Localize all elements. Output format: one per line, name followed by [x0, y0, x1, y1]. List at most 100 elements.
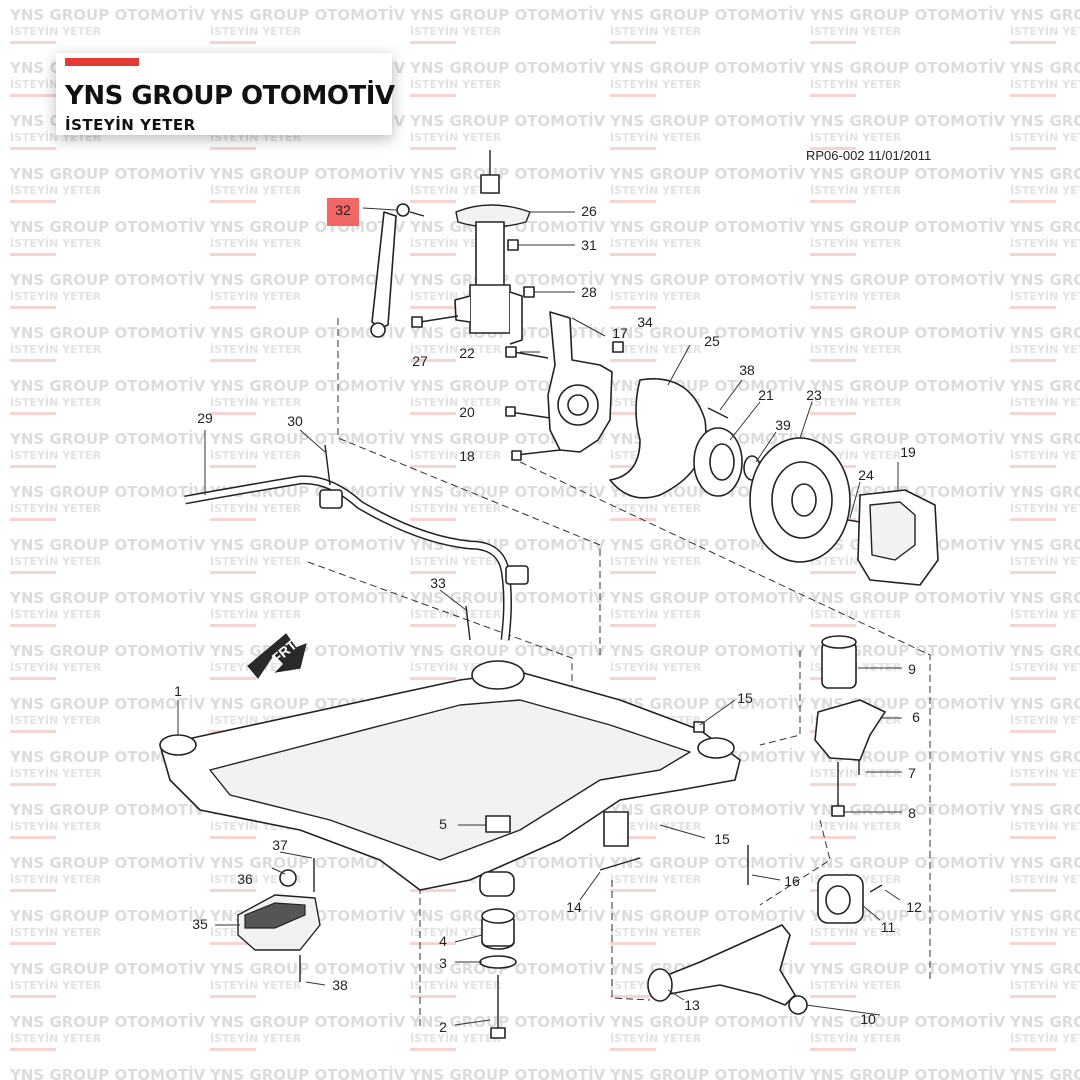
watermark-slogan: İSTEYİN YETER — [10, 660, 102, 674]
watermark-slogan: İSTEYİN YETER — [10, 289, 102, 303]
watermark-slogan: İSTEYİN YETER — [1010, 660, 1080, 674]
watermark-accent-line — [410, 624, 456, 627]
watermark-accent-line — [1010, 1048, 1056, 1051]
wheel-hub — [693, 407, 761, 497]
watermark-slogan: İSTEYİN YETER — [610, 236, 702, 250]
highlighted-part-number: 32 — [335, 202, 351, 218]
watermark-slogan: İSTEYİN YETER — [610, 289, 702, 303]
watermark-brand: YNS GROUP OTOMOTİV — [1009, 641, 1080, 660]
logo-subtitle: İSTEYİN YETER — [65, 116, 196, 134]
watermark-accent-line — [410, 677, 456, 680]
watermark-brand: YNS GROUP OTOMOTİV — [809, 111, 1006, 130]
watermark-brand: YNS GROUP OTOMOTİV — [609, 906, 806, 925]
watermark-slogan: İSTEYİN YETER — [10, 395, 102, 409]
watermark-accent-line — [10, 942, 56, 945]
stabilizer-link — [362, 203, 425, 338]
watermark-brand: YNS GROUP OTOMOTİV — [609, 5, 806, 24]
watermark-slogan: İSTEYİN YETER — [410, 448, 502, 462]
misc-bolts — [465, 605, 883, 893]
watermark-slogan: İSTEYİN YETER — [210, 501, 302, 515]
watermark-slogan: İSTEYİN YETER — [810, 130, 902, 144]
watermark-accent-line — [610, 412, 656, 415]
watermark-accent-line — [210, 306, 256, 309]
watermark-accent-line — [1010, 571, 1056, 574]
part-callout-2: 2 — [439, 1019, 447, 1035]
watermark-slogan: İSTEYİN YETER — [410, 77, 502, 91]
watermark-brand: YNS GROUP OTOMOTİV — [1009, 429, 1080, 448]
watermark-brand: YNS GROUP OTOMOTİV — [409, 58, 606, 77]
stabilizer-bar — [184, 444, 529, 641]
watermark-brand: YNS GROUP OTOMOTİV — [209, 1065, 406, 1080]
watermark-accent-line — [410, 518, 456, 521]
watermark-slogan: İSTEYİN YETER — [210, 607, 302, 621]
front-direction-indicator: FRT — [247, 633, 307, 679]
watermark-brand: YNS GROUP OTOMOTİV — [609, 217, 806, 236]
watermark-brand: YNS GROUP OTOMOTİV — [9, 164, 206, 183]
part-callout-4: 4 — [439, 933, 447, 949]
part-callout-14: 14 — [566, 899, 582, 915]
watermark-slogan: İSTEYİN YETER — [210, 183, 302, 197]
brake-caliper — [847, 489, 939, 586]
watermark-slogan: İSTEYİN YETER — [410, 1031, 502, 1045]
part-callout-34: 34 — [637, 314, 653, 330]
watermark-accent-line — [1010, 359, 1056, 362]
watermark-brand: YNS GROUP OTOMOTİV — [809, 217, 1006, 236]
watermark-slogan: İSTEYİN YETER — [810, 766, 902, 780]
watermark-accent-line — [410, 995, 456, 998]
watermark-accent-line — [810, 571, 856, 574]
watermark-accent-line — [810, 1048, 856, 1051]
watermark-slogan: İSTEYİN YETER — [810, 607, 902, 621]
watermark-brand: YNS GROUP OTOMOTİV — [1009, 747, 1080, 766]
part-callout-19: 19 — [900, 444, 916, 460]
watermark-accent-line — [210, 1048, 256, 1051]
watermark-brand: YNS GROUP OTOMOTİV — [9, 588, 206, 607]
watermark-accent-line — [10, 836, 56, 839]
watermark-slogan: İSTEYİN YETER — [1010, 554, 1080, 568]
watermark-accent-line — [210, 41, 256, 44]
watermark-slogan: İSTEYİN YETER — [10, 872, 102, 886]
watermark-brand: YNS GROUP OTOMOTİV — [609, 588, 806, 607]
watermark-brand: YNS GROUP OTOMOTİV — [809, 5, 1006, 24]
watermark-accent-line — [10, 200, 56, 203]
watermark-slogan: İSTEYİN YETER — [610, 183, 702, 197]
part-callout-7: 7 — [908, 765, 916, 781]
watermark-slogan: İSTEYİN YETER — [610, 607, 702, 621]
watermark-accent-line — [1010, 624, 1056, 627]
watermark-slogan: İSTEYİN YETER — [10, 448, 102, 462]
part-callout-8: 8 — [908, 805, 916, 821]
watermark-slogan: İSTEYİN YETER — [610, 819, 702, 833]
watermark-accent-line — [1010, 995, 1056, 998]
watermark-slogan: İSTEYİN YETER — [1010, 607, 1080, 621]
watermark-brand: YNS GROUP OTOMOTİV — [609, 1065, 806, 1080]
watermark-slogan: İSTEYİN YETER — [1010, 819, 1080, 833]
watermark-brand: YNS GROUP OTOMOTİV — [209, 270, 406, 289]
watermark-brand: YNS GROUP OTOMOTİV — [9, 853, 206, 872]
watermark-slogan: İSTEYİN YETER — [210, 236, 302, 250]
watermark-brand: YNS GROUP OTOMOTİV — [409, 5, 606, 24]
part-callout-38: 38 — [739, 362, 755, 378]
watermark-accent-line — [810, 783, 856, 786]
callout-leaders — [177, 211, 902, 1026]
watermark-slogan: İSTEYİN YETER — [810, 342, 902, 356]
watermark-slogan: İSTEYİN YETER — [410, 607, 502, 621]
watermark-slogan: İSTEYİN YETER — [610, 77, 702, 91]
watermark-accent-line — [210, 412, 256, 415]
part-callout-18: 18 — [459, 448, 475, 464]
watermark-accent-line — [410, 41, 456, 44]
watermark-brand: YNS GROUP OTOMOTİV — [209, 959, 406, 978]
watermark-accent-line — [410, 412, 456, 415]
watermark-brand: YNS GROUP OTOMOTİV — [209, 164, 406, 183]
watermark-accent-line — [610, 624, 656, 627]
watermark-brand: YNS GROUP OTOMOTİV — [609, 853, 806, 872]
watermark-accent-line — [1010, 200, 1056, 203]
watermark-brand: YNS GROUP OTOMOTİV — [409, 270, 606, 289]
watermark-accent-line — [1010, 730, 1056, 733]
watermark-accent-line — [810, 836, 856, 839]
watermark-slogan: İSTEYİN YETER — [10, 713, 102, 727]
watermark-slogan: İSTEYİN YETER — [210, 1031, 302, 1045]
watermark-accent-line — [610, 995, 656, 998]
part-callout-27: 27 — [412, 353, 428, 369]
watermark-brand: YNS GROUP OTOMOTİV — [9, 429, 206, 448]
watermark-accent-line — [410, 94, 456, 97]
